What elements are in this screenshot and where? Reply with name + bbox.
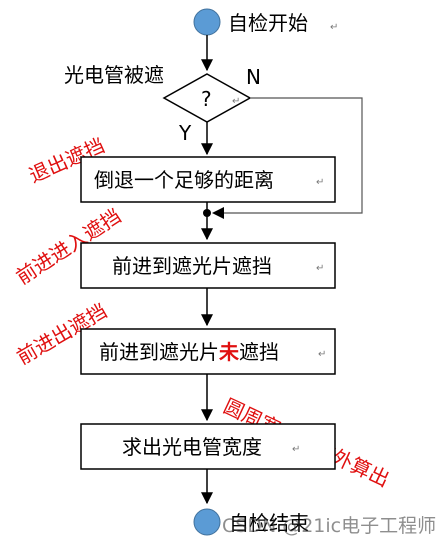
step-box-4 [80,423,336,470]
step-2-label: 前进到遮光片遮挡 [112,254,272,278]
paragraph-mark: ↵ [232,96,240,107]
step-3-label-highlight: 未 [219,340,239,364]
step-box-1 [80,156,336,203]
step-4-label: 求出光电管宽度 [122,435,262,459]
watermark-text: CSDN @21ic电子工程师 [222,515,436,537]
end-label: 自检结束 [229,511,309,535]
step-3-label-part-2: 遮挡 [239,340,279,364]
decision-question: 光电管被遮 [64,63,164,87]
step-1-label: 倒退一个足够的距离 [94,168,274,192]
paragraph-mark: ↵ [330,22,338,33]
decision-yes-label: Y [178,121,192,145]
no-branch-arrowhead [212,207,224,219]
paragraph-mark: ↵ [318,349,326,360]
paragraph-mark: ↵ [316,177,324,188]
start-label: 自检开始 [228,11,308,35]
paragraph-mark: ↵ [292,444,300,455]
step-3-label: 前进到遮光片未遮挡 [99,340,279,364]
paragraph-mark: ↵ [316,263,324,274]
decision-no-label: N [246,65,261,89]
no-branch-loop-line [222,97,363,214]
step-3-label-part-1: 前进到遮光片 [99,340,219,364]
step-box-3 [80,328,336,375]
step-box-2 [80,242,336,289]
end-terminal-icon [193,508,221,536]
decision-symbol: ? [201,87,212,111]
start-terminal-icon [193,8,221,36]
